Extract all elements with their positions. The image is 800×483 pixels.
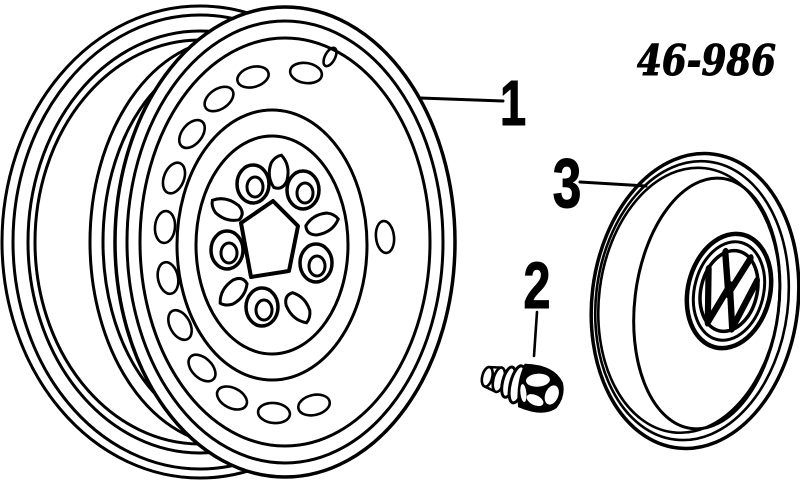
cap-body [589,151,800,451]
lug-hole-inner [307,254,327,278]
vent-hole [296,393,332,417]
lug-hole-outer [285,169,321,211]
emblem-ring-outer [684,231,774,351]
bolt-head-facet [526,394,544,407]
hub-ring-inner [194,134,350,356]
cap-outline [589,151,800,451]
vw-letters [704,247,760,333]
callout-label-2: 2 [523,249,550,323]
emblem-ring-inner [698,248,760,334]
vent-hole [215,385,249,411]
wheel-face-outline [113,5,457,479]
lug-hole-inner [254,298,274,322]
vent-hole [236,65,270,89]
callout-leader-2 [532,310,539,358]
vent-hole [161,161,187,195]
vent-hole [288,61,324,85]
spoke-cutout [284,291,312,325]
lug-hole [298,242,334,284]
vw-letter-w [704,264,760,333]
spoke-cutout [267,153,290,190]
vent-hole [153,209,177,245]
lug-holes [209,163,334,328]
lug-hole [285,169,321,211]
bolt-head-facet [525,373,550,387]
callout-leader-1 [418,96,505,103]
spoke-cutouts [210,153,340,325]
lug-hole [244,286,280,328]
part-number-label: 46-986 [637,36,776,86]
lug-hole-inner [245,175,265,199]
cap-edge-line [593,159,791,442]
lug-hole-inner [295,181,315,205]
lug-hole-outer [244,286,280,328]
lug-hole [209,229,245,271]
lug-hole [235,163,271,205]
vent-hole [156,260,180,296]
vent-hole [167,308,193,342]
callout-label-1: 1 [500,67,526,139]
lug-hole-outer [298,242,334,284]
center-bore [239,199,300,279]
vent-hole [203,85,235,113]
center-cap-drawing [589,151,800,451]
cap-dome [632,176,782,431]
bolt-head-facet [520,384,527,403]
valve-stem-hole [322,46,338,68]
vent-hole [374,219,396,255]
emblem-ring-mid [691,240,767,342]
spoke-cutout [304,211,340,237]
callout-label-3: 3 [553,144,582,222]
vent-hole [187,353,217,383]
callout-leader-3 [578,180,648,188]
bolt-tip [480,365,494,388]
spoke-cutout [210,197,244,222]
vent-hole [177,118,207,150]
lug-hole-outer [235,163,271,205]
vent-hole [256,401,292,425]
wheel-face-ring [125,19,445,465]
hub-ring-outer [175,108,369,382]
vw-emblem [684,231,774,351]
steel-wheel-drawing [0,4,457,480]
lug-hole-outer [209,229,245,271]
spoke-cutout [218,276,249,307]
vent-holes [153,61,396,425]
wheel-bolt-drawing [480,363,564,413]
wheel-face-ring [138,36,432,448]
lug-hole-inner [219,241,239,265]
bolt-head-facet [544,385,559,405]
